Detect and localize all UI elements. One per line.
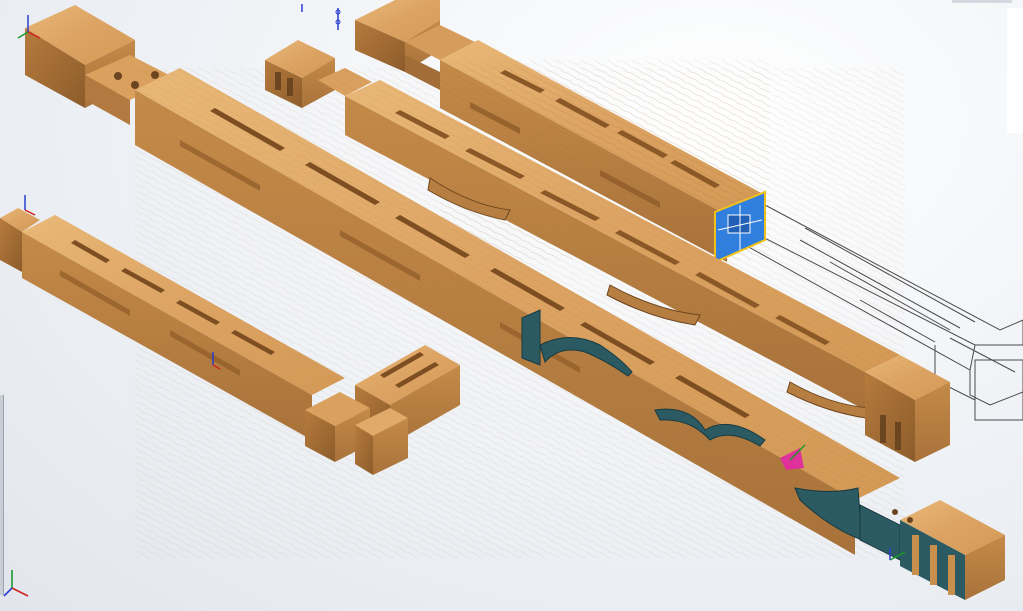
- selected-point-marker[interactable]: [780, 444, 806, 470]
- left-panel-edge: [0, 395, 4, 595]
- toolbar-edge: [952, 0, 1012, 3]
- long-beam-front[interactable]: [25, 5, 1005, 600]
- assembled-tee-joint[interactable]: [0, 208, 460, 475]
- taskpane-edge: [1007, 8, 1023, 133]
- origin-marker-icon: [17, 4, 906, 561]
- coordinate-triad-icon: [3, 570, 29, 597]
